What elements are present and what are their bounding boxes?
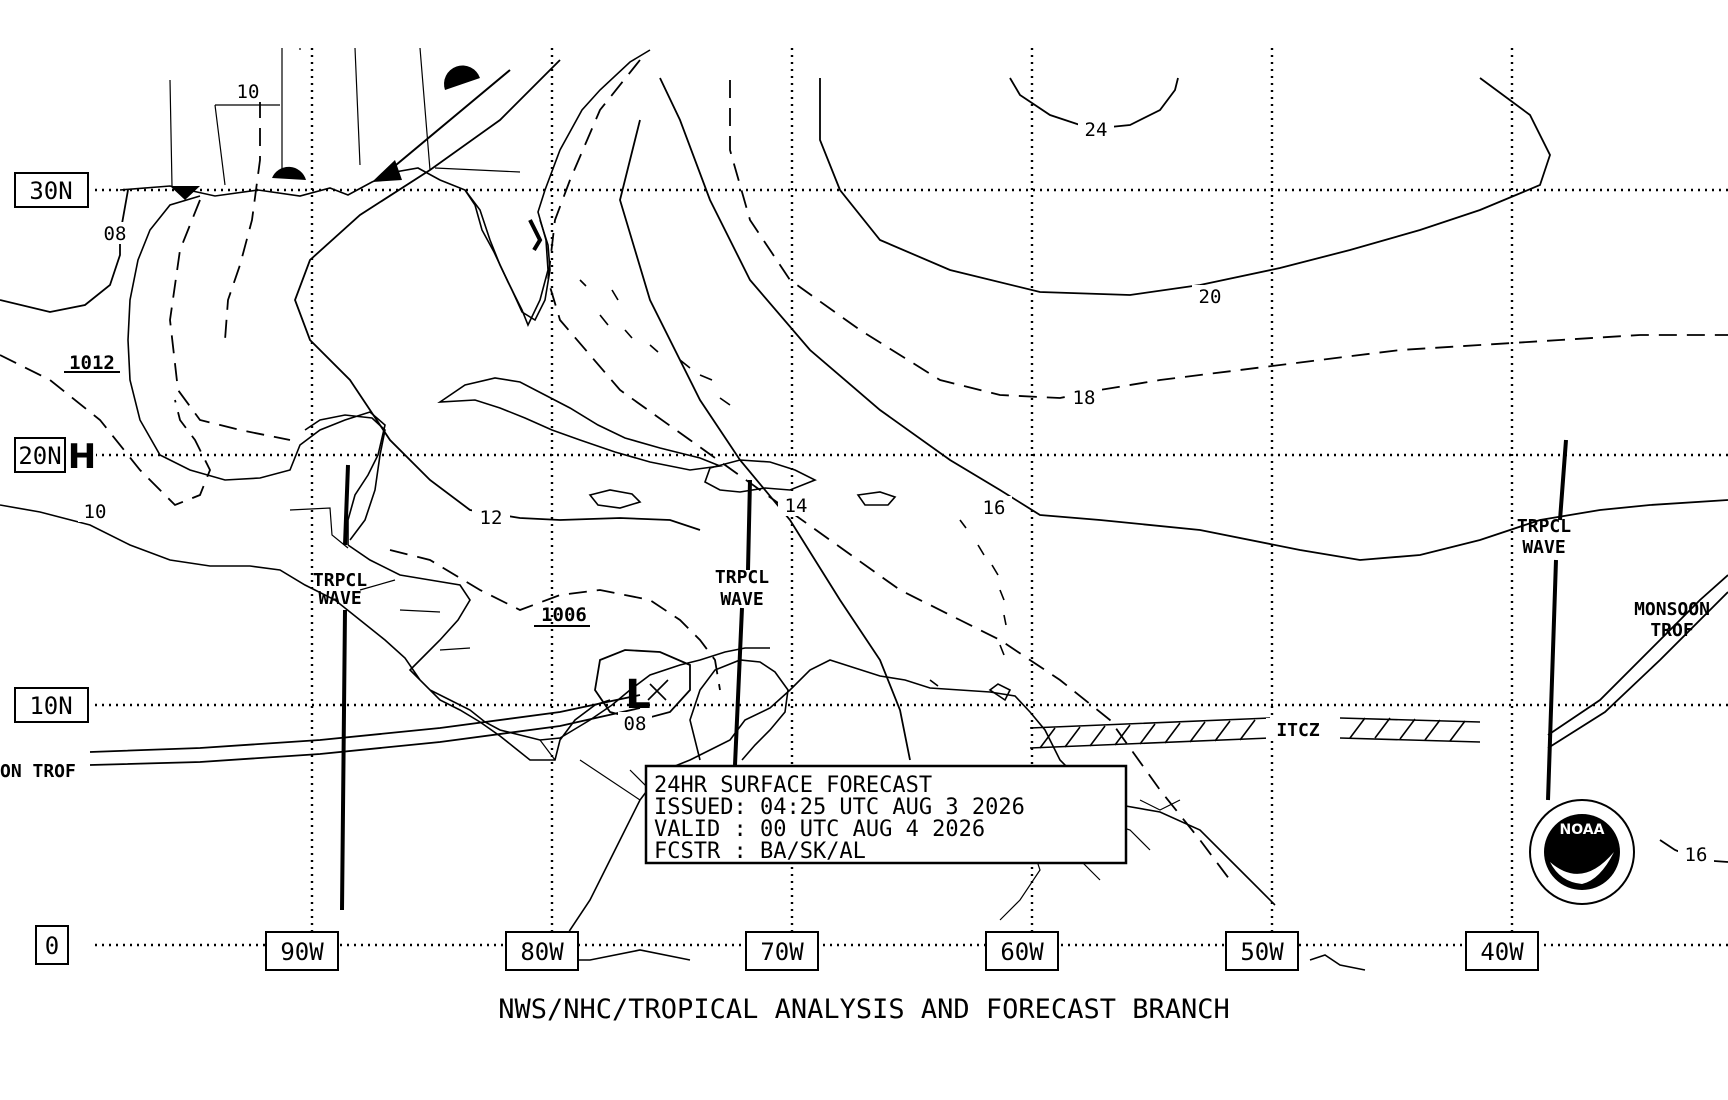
monsoon-trough-east-a [1547, 574, 1728, 736]
gulf-of-mexico-coast [119, 49, 651, 545]
fronts [170, 65, 543, 252]
lon-label-60w: 60W [1000, 938, 1044, 966]
lon-label-90w: 90W [280, 938, 324, 966]
low-pressure-symbol: L [625, 672, 651, 718]
warm-front-semicircle [444, 65, 480, 90]
monsoon-trough-west-b [89, 707, 641, 766]
longitude-labels: 90W 80W 70W 60W 50W 40W [265, 931, 1539, 971]
itcz-monsoon [89, 574, 1728, 766]
us-state-borders [169, 47, 521, 187]
high-pressure-symbol: H [68, 437, 96, 477]
high-pressure-value: 1012 [69, 352, 115, 374]
front-fl-segment [528, 219, 543, 252]
isobar-1012-gulf [294, 59, 701, 531]
bahamas [579, 279, 731, 406]
monsoon-trough-east-b [1547, 591, 1728, 749]
lon-label-80w: 80W [520, 938, 564, 966]
itcz-band-west-edges [1029, 717, 1271, 749]
isobar-label-18: 18 [1073, 387, 1096, 409]
isobar-label-08-low: 08 [624, 713, 647, 735]
lat-label-30n: 30N [29, 177, 72, 205]
noaa-logo-text: NOAA [1560, 822, 1605, 838]
isobar-1020 [819, 77, 1551, 296]
isobar-label-16-east: 16 [1685, 844, 1708, 866]
latitude-labels: 30N 20N 10N 0 [14, 172, 89, 965]
isobar-1016 [659, 77, 1728, 561]
florida [464, 189, 551, 322]
itcz-hatching-east [1349, 717, 1466, 742]
forecast-info-box: 24HR SURFACE FORECAST ISSUED: 04:25 UTC … [644, 764, 1128, 865]
product-header: 24HR SURFACE FORECAST [654, 773, 932, 798]
low-center-cross [647, 679, 669, 701]
wave-label-40w-line1: TRPCL [1517, 516, 1571, 537]
isobars [0, 59, 1728, 881]
cold-front-triangle [372, 160, 402, 182]
lon-label-40w: 40W [1480, 938, 1524, 966]
tropical-wave-70w [733, 479, 752, 766]
pressure-centers: H L [66, 437, 669, 718]
wave-label-90w-line2: WAVE [318, 588, 361, 609]
central-america-coast [0, 504, 770, 761]
hispaniola [704, 459, 817, 493]
stationary-front-line [389, 69, 511, 171]
itcz-hatching-west [1039, 719, 1256, 749]
isobar-1010-north [224, 100, 261, 341]
isobar-label-10-west: 10 [84, 501, 107, 523]
tropical-waves [340, 439, 1568, 911]
isobar-1006 [389, 549, 721, 691]
feature-labels: TRPCL WAVE TRPCL WAVE TRPCL WAVE ITCZ MO… [0, 516, 1710, 782]
isobar-label-24: 24 [1085, 119, 1108, 141]
isobar-label-20: 20 [1199, 286, 1222, 308]
isobar-label-16: 16 [983, 497, 1006, 519]
isobar-label-10-north: 10 [237, 81, 260, 103]
valid-time: VALID : 00 UTC AUG 4 2026 [654, 817, 985, 842]
issued-time: ISSUED: 04:25 UTC AUG 3 2026 [654, 795, 1025, 820]
front-triangle-tx [170, 186, 200, 200]
lat-label-0: 0 [45, 932, 59, 960]
wave-label-40w-line2: WAVE [1522, 537, 1565, 558]
tropical-wave-90w [340, 464, 350, 911]
isobar-1014 [619, 119, 911, 761]
warm-front-semicircle-la [272, 166, 306, 180]
isobar-1010-gulf [169, 199, 291, 441]
isobar-label-14: 14 [785, 495, 808, 517]
wave-label-90w-line1: TRPCL [313, 570, 367, 591]
monsoon-trof-west-label: ON TROF [0, 761, 76, 782]
lesser-antilles [929, 519, 1012, 702]
footer-branch: NWS/NHC/TROPICAL ANALYSIS AND FORECAST B… [498, 994, 1230, 1025]
cuba [437, 377, 724, 471]
isobar-label-12: 12 [480, 507, 503, 529]
south-america-coast [554, 659, 1366, 971]
noaa-logo: NOAA [1529, 799, 1635, 905]
itcz-label: ITCZ [1276, 720, 1320, 741]
lon-label-50w: 50W [1240, 938, 1284, 966]
jamaica [588, 489, 642, 509]
puerto-rico [856, 491, 897, 506]
monsoon-trof-east-line2: TROF [1650, 620, 1693, 641]
isobar-label-08-tx: 08 [104, 223, 127, 245]
isobar-1008-low [594, 649, 691, 721]
isobar-1016-dashed [547, 59, 1231, 881]
wave-label-70w-line2: WAVE [720, 589, 763, 610]
isobar-1018 [729, 80, 1728, 399]
lon-label-70w: 70W [760, 938, 804, 966]
isobar-1008-texas [0, 189, 129, 313]
itcz-band-east-edges [1339, 717, 1481, 743]
lat-label-10n: 10N [29, 692, 72, 720]
isobar-labels: 10 08 1012 10 12 1006 08 14 16 18 20 24 … [64, 80, 1714, 866]
tropical-wave-40w [1546, 439, 1568, 801]
forecasters: FCSTR : BA/SK/AL [654, 839, 866, 864]
yucatan [304, 414, 386, 541]
isobar-1012-west [0, 354, 211, 507]
monsoon-trof-east-line1: MONSOON [1634, 599, 1710, 620]
info-box-frame [644, 764, 1128, 865]
wave-label-70w-line1: TRPCL [715, 567, 769, 588]
monsoon-trough-west-a [89, 694, 641, 753]
lat-label-20n: 20N [18, 442, 61, 470]
low-pressure-value: 1006 [541, 604, 587, 626]
